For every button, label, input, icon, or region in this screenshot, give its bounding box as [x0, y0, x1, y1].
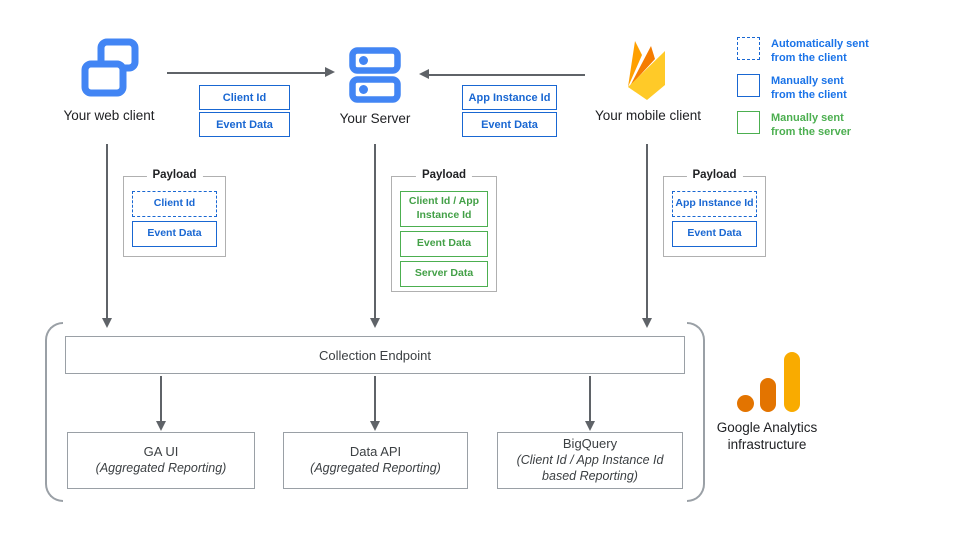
infrastructure-bracket-left — [45, 322, 63, 502]
tag-client-id: Client Id — [199, 85, 290, 110]
arrow-ga-ui-line — [160, 376, 162, 421]
payload-web: Payload Client Id Event Data — [123, 169, 226, 257]
payload-server: Payload Client Id / App Instance Id Even… — [391, 169, 497, 292]
legend-item-auto-client: Automatically sent from the client — [737, 37, 869, 65]
legend-swatch-solid-blue — [737, 74, 760, 97]
ga-infrastructure-caption: Google Analytics infrastructure — [716, 420, 818, 452]
data-api-box: Data API (Aggregated Reporting) — [283, 432, 468, 489]
arrow-data-api-head — [369, 421, 380, 431]
google-analytics-icon-bar-mid — [760, 378, 776, 412]
arrow-web-down-line — [106, 144, 108, 319]
server-label: Your Server — [339, 111, 411, 126]
arrow-web-to-server-line — [167, 72, 326, 74]
arrow-mobile-down-line — [646, 144, 648, 319]
arrow-ga-ui-head — [155, 421, 166, 431]
tag-event-data-web: Event Data — [199, 112, 290, 137]
arrow-data-api-line — [374, 376, 376, 421]
payload-server-title: Payload — [415, 169, 473, 181]
arrow-web-to-server-head — [325, 67, 335, 77]
legend-label: Automatically sent from the client — [771, 38, 869, 64]
arrow-web-down-head — [101, 318, 112, 328]
server-icon — [349, 47, 401, 103]
arrow-bigquery-head — [584, 421, 595, 431]
bigquery-box: BigQuery (Client Id / App Instance Id ba… — [497, 432, 683, 489]
payload-item-client-or-app-id: Client Id / App Instance Id — [400, 191, 488, 227]
data-api-subtitle: (Aggregated Reporting) — [310, 461, 441, 476]
legend-item-manual-client: Manually sent from the client — [737, 74, 847, 102]
payload-mobile: Payload App Instance Id Event Data — [663, 169, 766, 257]
infrastructure-bracket-right — [687, 322, 705, 502]
bigquery-title: BigQuery — [562, 436, 618, 452]
payload-item-app-instance-id: App Instance Id — [672, 191, 757, 217]
firebase-icon — [628, 41, 665, 100]
payload-item-event-data: Event Data — [672, 221, 757, 247]
web-client-icon — [81, 38, 139, 97]
payload-item-event-data: Event Data — [132, 221, 217, 247]
bigquery-subtitle: (Client Id / App Instance Id based Repor… — [516, 453, 664, 483]
legend-swatch-dashed-blue — [737, 37, 760, 60]
legend-label: Manually sent from the client — [771, 75, 847, 101]
ga-ui-box: GA UI (Aggregated Reporting) — [67, 432, 255, 489]
legend-item-manual-server: Manually sent from the server — [737, 111, 851, 139]
arrow-mobile-to-server-line — [428, 74, 585, 76]
arrow-server-down-line — [374, 144, 376, 319]
web-client-label: Your web client — [63, 108, 155, 123]
payload-mobile-title: Payload — [686, 169, 743, 181]
arrow-server-down-head — [369, 318, 380, 328]
mobile-client-label: Your mobile client — [594, 108, 702, 123]
ga-ui-subtitle: (Aggregated Reporting) — [95, 461, 227, 476]
tag-event-data-mobile: Event Data — [462, 112, 557, 137]
arrow-mobile-down-head — [641, 318, 652, 328]
arrow-mobile-to-server-head — [419, 69, 429, 79]
payload-item-server-data: Server Data — [400, 261, 488, 287]
payload-item-event-data: Event Data — [400, 231, 488, 257]
data-api-title: Data API — [349, 444, 402, 460]
payload-web-title: Payload — [146, 169, 203, 181]
payload-item-client-id: Client Id — [132, 191, 217, 217]
tag-app-instance-id: App Instance Id — [462, 85, 557, 110]
ga-ui-title: GA UI — [143, 444, 179, 460]
arrow-bigquery-line — [589, 376, 591, 421]
google-analytics-icon — [737, 395, 754, 412]
google-analytics-icon-bar-tall — [784, 352, 800, 412]
legend-swatch-solid-green — [737, 111, 760, 134]
legend-label: Manually sent from the server — [771, 112, 852, 138]
collection-endpoint-box: Collection Endpoint — [65, 336, 685, 374]
